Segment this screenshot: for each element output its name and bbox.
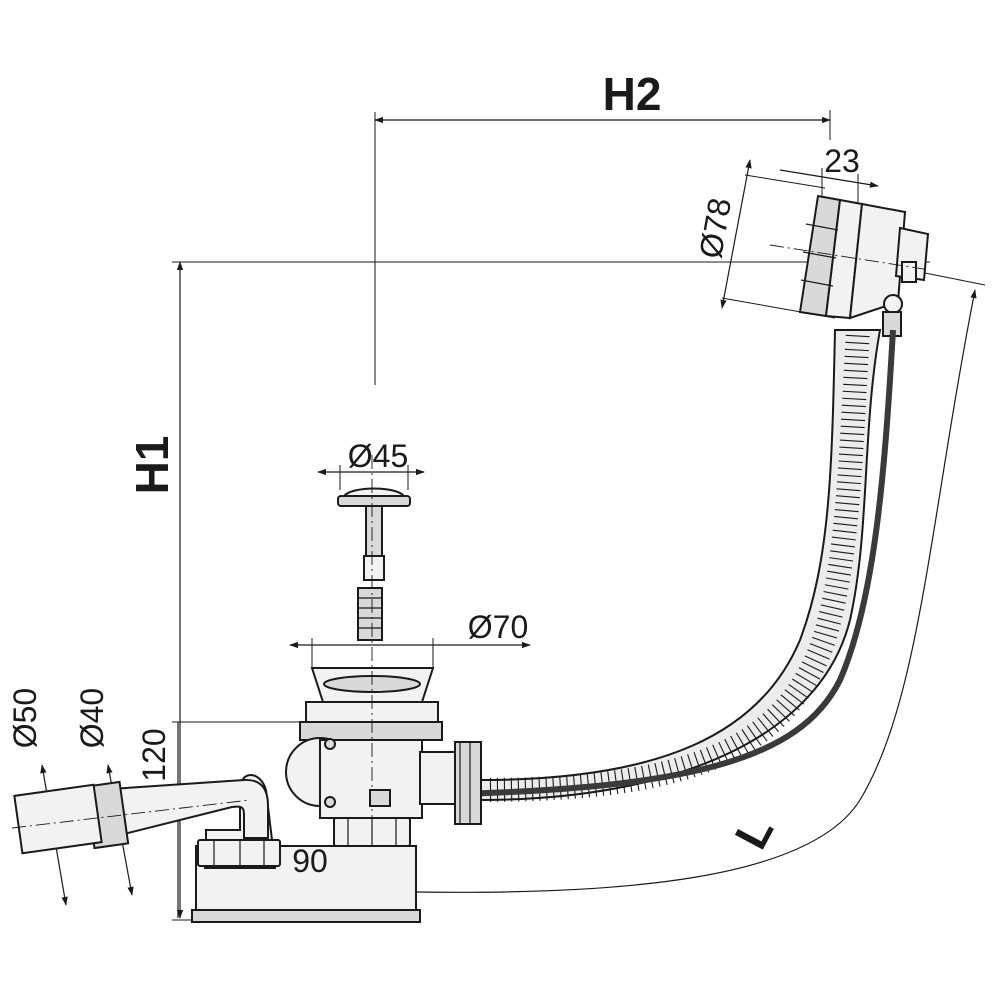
hose-rib: [838, 460, 863, 464]
hose-rib: [841, 418, 866, 422]
hose-rib: [832, 529, 857, 534]
hose-rib: [823, 590, 848, 597]
hose-rib: [831, 536, 856, 541]
hose-rib: [741, 729, 756, 750]
siphon-trap: [191, 774, 421, 923]
hose-rib: [815, 624, 840, 632]
hose-rib: [784, 689, 805, 705]
hose-rib: [831, 543, 855, 548]
hose-rib: [827, 570, 851, 576]
hose-rib: [839, 446, 864, 450]
dimension-d50: Ø50: [7, 688, 43, 748]
hose-rib: [813, 630, 838, 639]
hose-rib: [837, 474, 862, 478]
hose-rib: [841, 404, 866, 408]
dimension-90: 90: [292, 843, 328, 879]
hose-rib: [767, 708, 785, 727]
hose-rib: [804, 655, 827, 667]
corrugated-hose: [399, 329, 896, 802]
hose-rib: [801, 661, 824, 674]
hose-rib: [667, 759, 675, 784]
hose-rib: [757, 717, 774, 737]
hose-rib: [752, 721, 768, 742]
hose-rib: [792, 678, 813, 693]
hose-rib: [807, 649, 830, 660]
hose-rib: [798, 667, 821, 680]
hose-rib: [838, 467, 863, 471]
hose-rib: [833, 522, 858, 527]
dimension-d45: Ø45: [348, 438, 408, 474]
hose-rib: [746, 725, 762, 746]
hose-rib: [828, 563, 853, 569]
dimension-23: 23: [824, 143, 860, 179]
hose-rib: [762, 713, 780, 733]
dimension-l: L: [724, 808, 783, 857]
hose-rib: [817, 617, 841, 625]
hose-rib: [845, 334, 870, 338]
hose-rib: [820, 604, 845, 611]
hose-rib: [830, 550, 855, 555]
dimension-labels: H2 H1 L Ø78 23 Ø45 Ø70 Ø50 Ø40 120 90: [7, 68, 860, 879]
hose-rib: [844, 348, 869, 352]
outlet-pipe: [11, 778, 269, 855]
overflow-head: [769, 194, 931, 337]
hose-rib: [834, 508, 859, 513]
hose-rib: [776, 699, 795, 717]
hose-rib: [829, 557, 854, 562]
dimension-120: 120: [136, 728, 172, 781]
hose-rib: [843, 376, 868, 380]
dimension-h1: H1: [126, 436, 178, 495]
hose-rib: [824, 584, 849, 590]
hose-rib: [661, 761, 668, 786]
hose-rib: [842, 390, 867, 394]
hose-rib: [836, 488, 861, 492]
hose-rib: [838, 453, 863, 457]
hose-rib: [842, 397, 867, 401]
hose-rib: [844, 355, 869, 359]
hose-rib: [822, 597, 846, 604]
hose-rib: [780, 694, 800, 711]
hose-rib: [771, 704, 790, 722]
drain-body: [285, 455, 482, 900]
hose-rib: [825, 577, 850, 583]
dimension-d78: Ø78: [692, 195, 738, 261]
hose-rib: [812, 636, 836, 646]
hose-rib: [788, 683, 809, 699]
hose-rib: [735, 732, 749, 754]
hose-rib: [839, 439, 864, 443]
plug-assembly: [337, 487, 411, 641]
hose-rib: [837, 481, 862, 485]
hose-rib: [654, 762, 661, 787]
hose-rib: [834, 515, 859, 520]
hose-rib: [841, 411, 866, 415]
hose-rib: [844, 362, 869, 366]
hose-rib: [843, 369, 868, 373]
hose-rib: [835, 495, 860, 499]
hose-rib: [835, 502, 860, 506]
hose-rib: [840, 432, 865, 436]
hose-rib: [819, 611, 843, 618]
hose-rib: [730, 735, 743, 758]
hose-rib: [724, 738, 737, 761]
dimension-d40: Ø40: [74, 688, 110, 748]
dimension-d70: Ø70: [468, 609, 528, 645]
hose-rib: [845, 341, 870, 345]
dimension-h2: H2: [603, 68, 662, 120]
hose-rib: [795, 672, 817, 687]
hose-rib: [840, 425, 865, 429]
hose-rib: [674, 758, 682, 782]
hose-rib: [809, 643, 833, 653]
hose-rib: [842, 383, 867, 387]
